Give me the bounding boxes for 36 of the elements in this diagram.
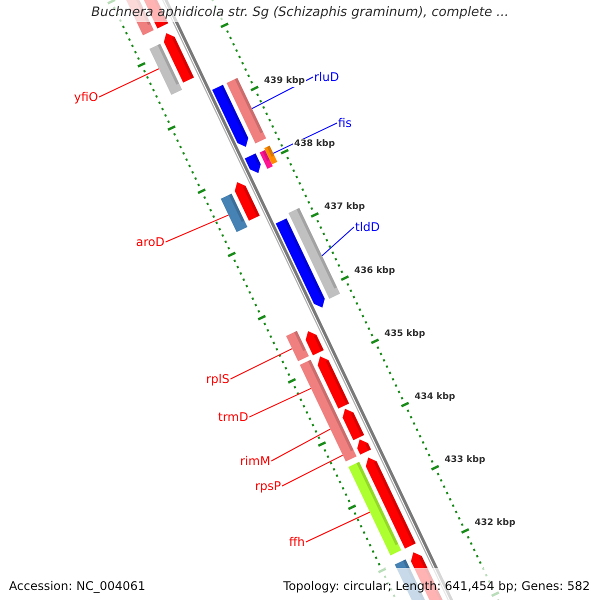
- gene-bar: [264, 146, 278, 164]
- gene-label: trmD: [218, 410, 248, 424]
- gene-label: ffh: [289, 535, 305, 549]
- leader-line: [282, 454, 344, 486]
- scale-label: 433 kbp: [444, 455, 486, 466]
- gene-bar: [348, 462, 402, 556]
- leader-line: [270, 428, 331, 462]
- leader-line: [98, 68, 160, 98]
- genome-summary-text: Topology: circular; Length: 641,454 bp; Genes: 582: [283, 578, 590, 595]
- gene-bar: [286, 330, 309, 362]
- scale-label: 432 kbp: [474, 518, 516, 530]
- gene-label: tldD: [355, 220, 380, 234]
- leader-line: [322, 226, 354, 256]
- gene-label: rimM: [240, 454, 270, 468]
- scale-label: 437 kbp: [323, 202, 366, 214]
- accession-text: Accession: NC_004061: [9, 578, 146, 595]
- gene-label: yfiO: [74, 90, 98, 104]
- leader-line: [230, 348, 293, 380]
- gene-label: rpsP: [255, 479, 282, 493]
- gene-bar: [220, 194, 248, 232]
- scale-label: 438 kbp: [293, 139, 336, 150]
- gene-label: rluD: [314, 70, 340, 84]
- leader-line: [248, 388, 312, 418]
- gene-label: aroD: [136, 235, 165, 249]
- leader-line: [272, 122, 338, 154]
- scale-label: 436 kbp: [353, 266, 396, 277]
- gene-bar: [300, 360, 357, 462]
- scale-label: 439 kbp: [263, 76, 306, 87]
- scale-label: 435 kbp: [383, 328, 426, 340]
- leader-line: [165, 214, 229, 242]
- gene-bar: [288, 208, 340, 299]
- gene-label: rplS: [206, 372, 230, 386]
- gene-label: fis: [338, 116, 352, 130]
- gene-bar: [149, 44, 182, 95]
- scale-label: 434 kbp: [413, 392, 456, 403]
- leader-line: [305, 512, 370, 542]
